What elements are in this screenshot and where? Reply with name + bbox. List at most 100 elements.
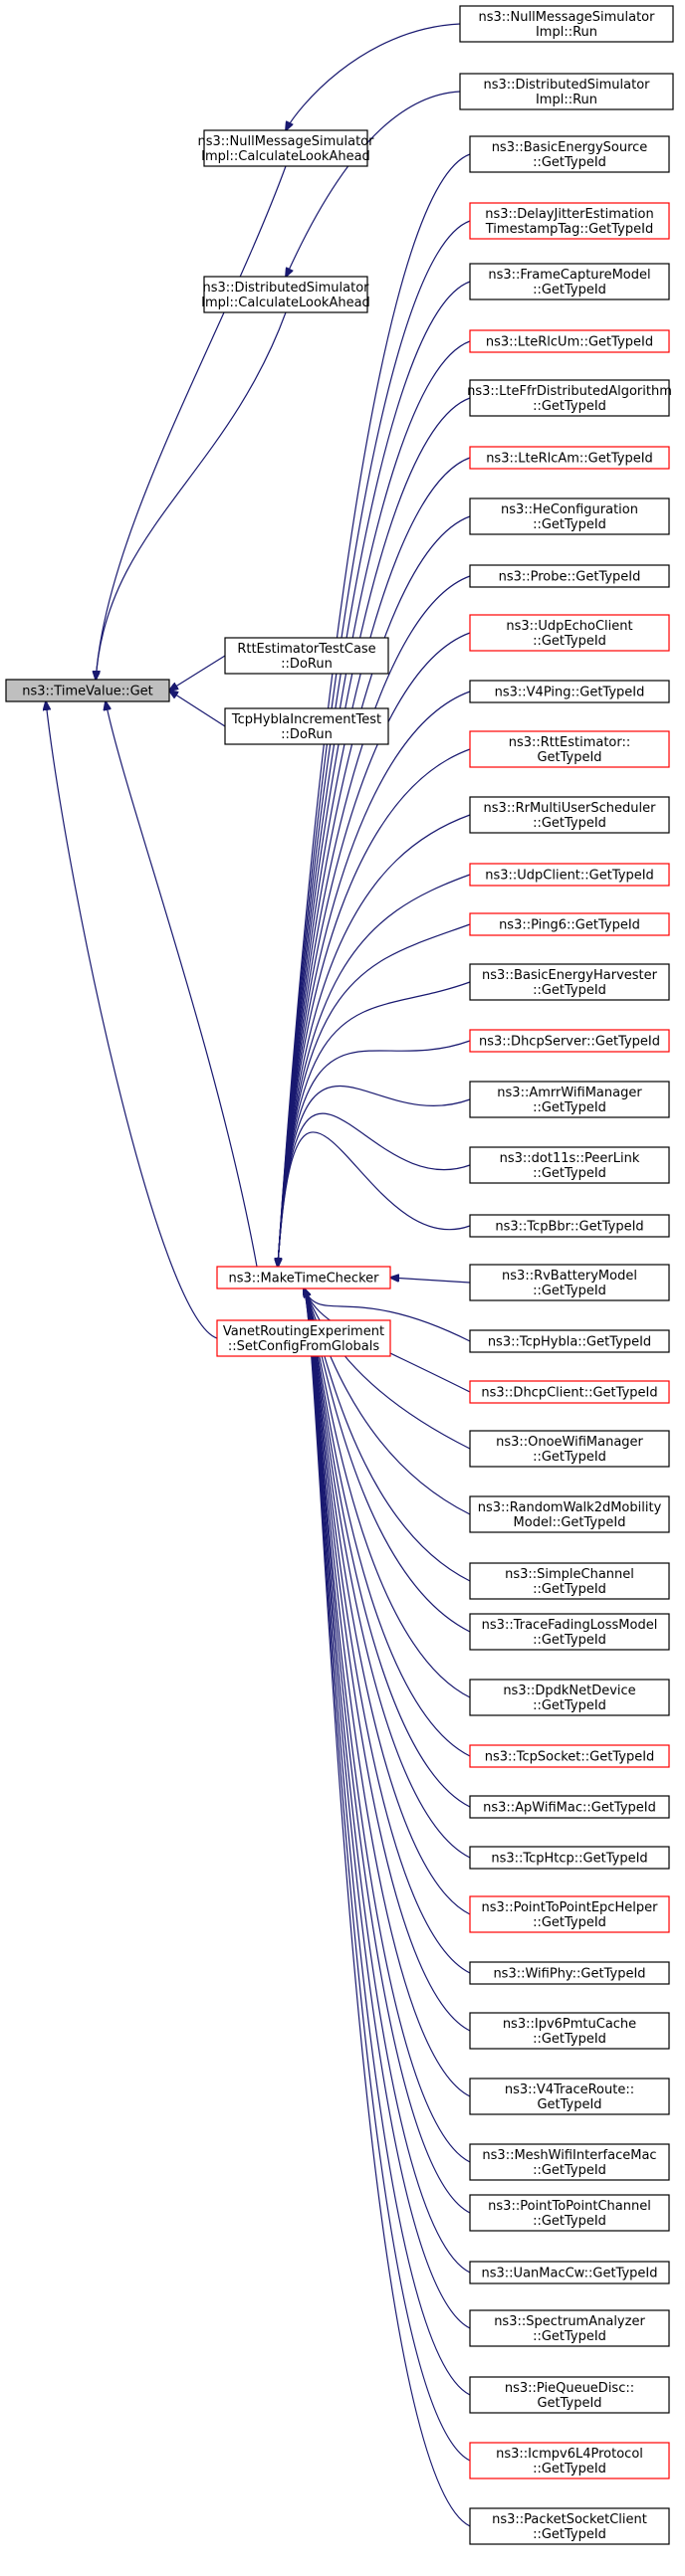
- node-box: [469, 2143, 670, 2181]
- node-c23[interactable]: ns3::OnoeWifiManager::GetTypeId: [469, 1430, 670, 1468]
- node-label: ns3::DelayJitterEstimation: [485, 207, 654, 222]
- node-c15[interactable]: ns3::BasicEnergyHarvester::GetTypeId: [469, 963, 670, 1001]
- node-label: ::GetTypeId: [533, 283, 606, 297]
- node-label: ::GetTypeId: [533, 2527, 606, 2542]
- node-c32[interactable]: ns3::WifiPhy::GetTypeId: [469, 1961, 670, 1985]
- node-vanet[interactable]: VanetRoutingExperiment::SetConfigFromGlo…: [216, 1319, 391, 1357]
- node-c1[interactable]: ns3::BasicEnergySource::GetTypeId: [469, 135, 670, 173]
- node-label: ns3::DistributedSimulator: [483, 78, 650, 93]
- node-box: [469, 379, 670, 417]
- node-make_time_checker[interactable]: ns3::MakeTimeChecker: [216, 1266, 391, 1289]
- node-c13[interactable]: ns3::UdpClient::GetTypeId: [469, 863, 670, 887]
- node-label: GetTypeId: [537, 2396, 601, 2411]
- node-c21[interactable]: ns3::TcpHybla::GetTypeId: [469, 1329, 670, 1353]
- node-label: Model::GetTypeId: [514, 1515, 626, 1530]
- node-c24[interactable]: ns3::RandomWalk2dMobilityModel::GetTypeI…: [469, 1495, 670, 1533]
- edge-c27-to-maketimechecker: [304, 1288, 471, 1698]
- node-c31[interactable]: ns3::PointToPointEpcHelper::GetTypeId: [469, 1895, 670, 1933]
- node-c35[interactable]: ns3::MeshWifiInterfaceMac::GetTypeId: [469, 2143, 670, 2181]
- node-label: ns3::V4TraceRoute::: [505, 2082, 634, 2097]
- node-label: ns3::RttEstimator::: [509, 735, 631, 750]
- node-label: ns3::PointToPointEpcHelper: [482, 1900, 659, 1915]
- edge-c21-to-maketimechecker: [304, 1288, 471, 1342]
- node-label: TimestampTag::GetTypeId: [485, 222, 653, 237]
- node-c9[interactable]: ns3::UdpEchoClient::GetTypeId: [469, 614, 670, 652]
- node-c36[interactable]: ns3::PointToPointChannel::GetTypeId: [469, 2194, 670, 2232]
- node-c19[interactable]: ns3::TcpBbr::GetTypeId: [469, 1214, 670, 1238]
- edge-maketimechecker-to-root: [106, 701, 258, 1268]
- node-c6[interactable]: ns3::LteRlcAm::GetTypeId: [469, 446, 670, 470]
- node-label: Impl::CalculateLookAhead: [201, 296, 370, 310]
- edge-c5-to-maketimechecker: [278, 397, 471, 1267]
- node-c7[interactable]: ns3::HeConfiguration::GetTypeId: [469, 497, 670, 535]
- edge-c26-to-maketimechecker: [304, 1288, 471, 1633]
- node-label: TcpHyblaIncrementTest: [231, 712, 381, 727]
- node-label: ::GetTypeId: [533, 2462, 606, 2477]
- node-c8[interactable]: ns3::Probe::GetTypeId: [469, 564, 670, 588]
- node-label: GetTypeId: [537, 2097, 601, 2112]
- node-c38[interactable]: ns3::SpectrumAnalyzer::GetTypeId: [469, 2309, 670, 2347]
- node-c14[interactable]: ns3::Ping6::GetTypeId: [469, 912, 670, 936]
- node-label: ns3::PieQueueDisc::: [505, 2381, 634, 2396]
- node-box: [469, 2309, 670, 2347]
- node-box: [469, 2078, 670, 2115]
- node-label: ns3::BasicEnergyHarvester: [482, 968, 658, 983]
- node-c4[interactable]: ns3::LteRlcUm::GetTypeId: [469, 329, 670, 353]
- node-box: [469, 863, 670, 887]
- edge-c40-to-maketimechecker: [304, 1288, 471, 2462]
- node-nullmsg_lookahead[interactable]: ns3::NullMessageSimulatorImpl::Calculate…: [198, 129, 375, 167]
- node-label: ns3::TcpBbr::GetTypeId: [495, 1220, 643, 1235]
- node-c37[interactable]: ns3::UanMacCw::GetTypeId: [469, 2261, 670, 2284]
- node-label: ns3::RvBatteryModel: [502, 1269, 637, 1284]
- node-c11[interactable]: ns3::RttEstimator::GetTypeId: [469, 730, 670, 768]
- node-label: ns3::UdpEchoClient: [506, 619, 632, 634]
- node-c10[interactable]: ns3::V4Ping::GetTypeId: [469, 680, 670, 703]
- node-box: [469, 2376, 670, 2414]
- node-c12[interactable]: ns3::RrMultiUserScheduler::GetTypeId: [469, 796, 670, 834]
- node-box: [216, 1266, 391, 1289]
- node-box: [469, 1264, 670, 1301]
- node-label: ns3::TimeValue::Get: [22, 685, 153, 699]
- node-box: [469, 1961, 670, 1985]
- node-label: ns3::OnoeWifiManager: [496, 1435, 643, 1450]
- node-c34[interactable]: ns3::V4TraceRoute::GetTypeId: [469, 2078, 670, 2115]
- node-c16[interactable]: ns3::DhcpServer::GetTypeId: [469, 1029, 670, 1053]
- node-c29[interactable]: ns3::ApWifiMac::GetTypeId: [469, 1795, 670, 1819]
- node-c41[interactable]: ns3::PacketSocketClient::GetTypeId: [469, 2507, 670, 2545]
- node-tcphybla_test[interactable]: TcpHyblaIncrementTest::DoRun: [224, 707, 389, 745]
- node-c39[interactable]: ns3::PieQueueDisc::GetTypeId: [469, 2376, 670, 2414]
- node-label: ::GetTypeId: [533, 1100, 606, 1115]
- node-box: [216, 1319, 391, 1357]
- node-c33[interactable]: ns3::Ipv6PmtuCache::GetTypeId: [469, 2012, 670, 2050]
- node-c18[interactable]: ns3::dot11s::PeerLink::GetTypeId: [469, 1146, 670, 1184]
- edge-c39-to-maketimechecker: [304, 1288, 471, 2396]
- node-c5[interactable]: ns3::LteFfrDistributedAlgorithm::GetType…: [467, 379, 672, 417]
- node-label: ns3::NullMessageSimulator: [198, 134, 375, 149]
- node-c26[interactable]: ns3::TraceFadingLossModel::GetTypeId: [469, 1613, 670, 1651]
- edge-c6-to-maketimechecker: [278, 457, 471, 1267]
- node-c30[interactable]: ns3::TcpHtcp::GetTypeId: [469, 1846, 670, 1870]
- node-label: ns3::Ipv6PmtuCache: [503, 2017, 636, 2032]
- node-c27[interactable]: ns3::DpdkNetDevice::GetTypeId: [469, 1679, 670, 1716]
- node-c25[interactable]: ns3::SimpleChannel::GetTypeId: [469, 1562, 670, 1600]
- node-c28[interactable]: ns3::TcpSocket::GetTypeId: [469, 1744, 670, 1768]
- node-label: ns3::HeConfiguration: [501, 502, 638, 517]
- node-label: ::GetTypeId: [533, 1450, 606, 1465]
- node-c40[interactable]: ns3::Icmpv6L4Protocol::GetTypeId: [469, 2442, 670, 2479]
- node-distrib_lookahead[interactable]: ns3::DistributedSimulatorImpl::Calculate…: [201, 276, 370, 313]
- edge-rtt-to-root: [169, 655, 226, 691]
- node-c20[interactable]: ns3::RvBatteryModel::GetTypeId: [469, 1264, 670, 1301]
- node-box: [469, 1495, 670, 1533]
- node-c22[interactable]: ns3::DhcpClient::GetTypeId: [469, 1380, 670, 1404]
- node-c17[interactable]: ns3::AmrrWifiManager::GetTypeId: [469, 1081, 670, 1118]
- node-c2[interactable]: ns3::DelayJitterEstimationTimestampTag::…: [469, 202, 670, 240]
- node-label: ns3::MakeTimeChecker: [229, 1272, 380, 1287]
- node-root[interactable]: ns3::TimeValue::Get: [5, 679, 170, 702]
- node-rtt_test[interactable]: RttEstimatorTestCase::DoRun: [224, 637, 389, 675]
- node-box: [469, 1081, 670, 1118]
- node-c3[interactable]: ns3::FrameCaptureModel::GetTypeId: [469, 263, 670, 300]
- edge-tcphybla-to-root: [169, 691, 226, 727]
